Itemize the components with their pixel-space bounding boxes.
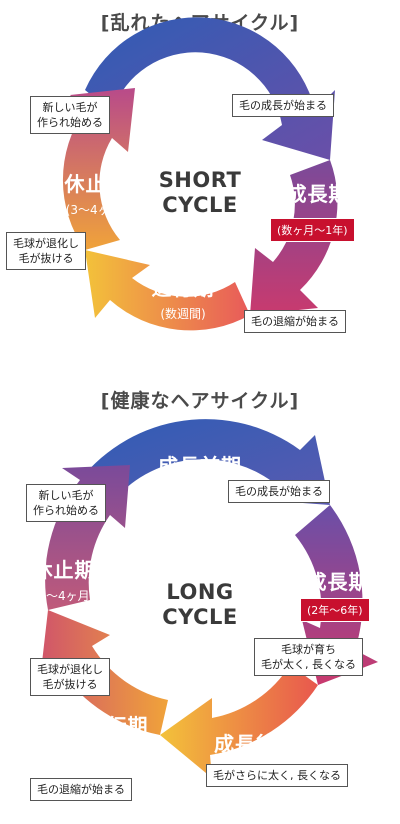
short-growth-duration-badge: (数ヶ月〜1年) — [270, 218, 355, 242]
phase-name: 成長期 — [286, 182, 350, 206]
phase-duration: (3〜4ヶ月) — [33, 589, 95, 603]
long-arrow-growth-late — [160, 665, 318, 778]
short-phase-growth-early: 成長前期 — [140, 64, 260, 93]
long-phase-growth-early: 成長前期 — [138, 450, 262, 479]
long-arrow-growth-early — [80, 419, 330, 505]
note-line: 作られ始める — [33, 504, 99, 517]
short-cycle-section: [乱れたヘアサイクル] SHORT CYCLE 成長前期 成長期 — [0, 0, 400, 380]
long-phase-regression: 退行期 (数週間) — [62, 710, 172, 760]
note-line: 毛が太く, 長くなる — [261, 658, 356, 671]
short-note-growth-starts: 毛の成長が始まる — [232, 94, 334, 117]
short-note-new-hair: 新しい毛が 作られ始める — [30, 96, 110, 134]
phase-name: 成長期 — [306, 570, 370, 594]
long-note-bulb-regress: 毛球が退化し 毛が抜ける — [30, 658, 110, 696]
phase-name: 成長後期 — [214, 732, 298, 756]
long-note-thicker: 毛がさらに太く, 長くなる — [206, 764, 348, 787]
short-phase-rest: 休止期 (3〜4ヶ月) — [46, 168, 146, 218]
note-line: 毛が抜ける — [18, 252, 74, 265]
long-cycle-center-label: LONG CYCLE — [145, 580, 255, 630]
center-line-2: CYCLE — [162, 605, 238, 629]
note-line: 毛球が育ち — [281, 643, 336, 656]
center-line-1: LONG — [166, 580, 234, 604]
long-note-shrink-starts: 毛の退縮が始まる — [30, 778, 132, 801]
phase-name: 退行期 — [85, 714, 149, 738]
long-note-new-hair: 新しい毛が 作られ始める — [26, 484, 106, 522]
long-note-growth-starts: 毛の成長が始まる — [228, 480, 330, 503]
phase-name: 休止期 — [32, 558, 96, 582]
short-note-shrink-starts: 毛の退縮が始まる — [244, 310, 346, 333]
center-line-2: CYCLE — [162, 193, 238, 217]
long-phase-growth-late: 成長後期 — [196, 728, 316, 757]
long-growth-duration-badge: (2年〜6年) — [300, 598, 370, 622]
short-phase-regression: 退行期 (数週間) — [128, 272, 238, 322]
long-phase-growth: 成長期 — [290, 566, 386, 595]
note-line: 新しい毛が — [38, 489, 94, 502]
short-cycle-center-label: SHORT CYCLE — [150, 168, 250, 218]
phase-name: 成長前期 — [158, 454, 242, 478]
short-arrow-growth-early — [85, 17, 335, 161]
phase-name: 休止期 — [64, 172, 128, 196]
phase-name: 退行期 — [151, 276, 215, 300]
short-arrow-regression — [85, 250, 250, 331]
center-line-1: SHORT — [158, 168, 242, 192]
note-line: 毛が抜ける — [42, 678, 98, 691]
phase-duration: (数週間) — [94, 745, 140, 759]
phase-duration: (3〜4ヶ月) — [65, 203, 127, 217]
note-line: 毛球が退化し — [13, 237, 79, 250]
long-phase-rest: 休止期 (3〜4ヶ月) — [14, 554, 114, 604]
short-note-bulb-regress: 毛球が退化し 毛が抜ける — [6, 232, 86, 270]
phase-name: 成長前期 — [158, 68, 242, 92]
note-line: 新しい毛が — [42, 101, 98, 114]
long-cycle-section: [健康なヘアサイクル] LONG CYCLE — [0, 380, 400, 824]
long-note-bulb-grows: 毛球が育ち 毛が太く, 長くなる — [254, 638, 363, 676]
note-line: 作られ始める — [37, 116, 103, 129]
phase-duration: (数週間) — [160, 307, 206, 321]
short-phase-growth: 成長期 — [268, 178, 368, 207]
note-line: 毛球が退化し — [37, 663, 103, 676]
long-cycle-title: [健康なヘアサイクル] — [100, 390, 300, 412]
